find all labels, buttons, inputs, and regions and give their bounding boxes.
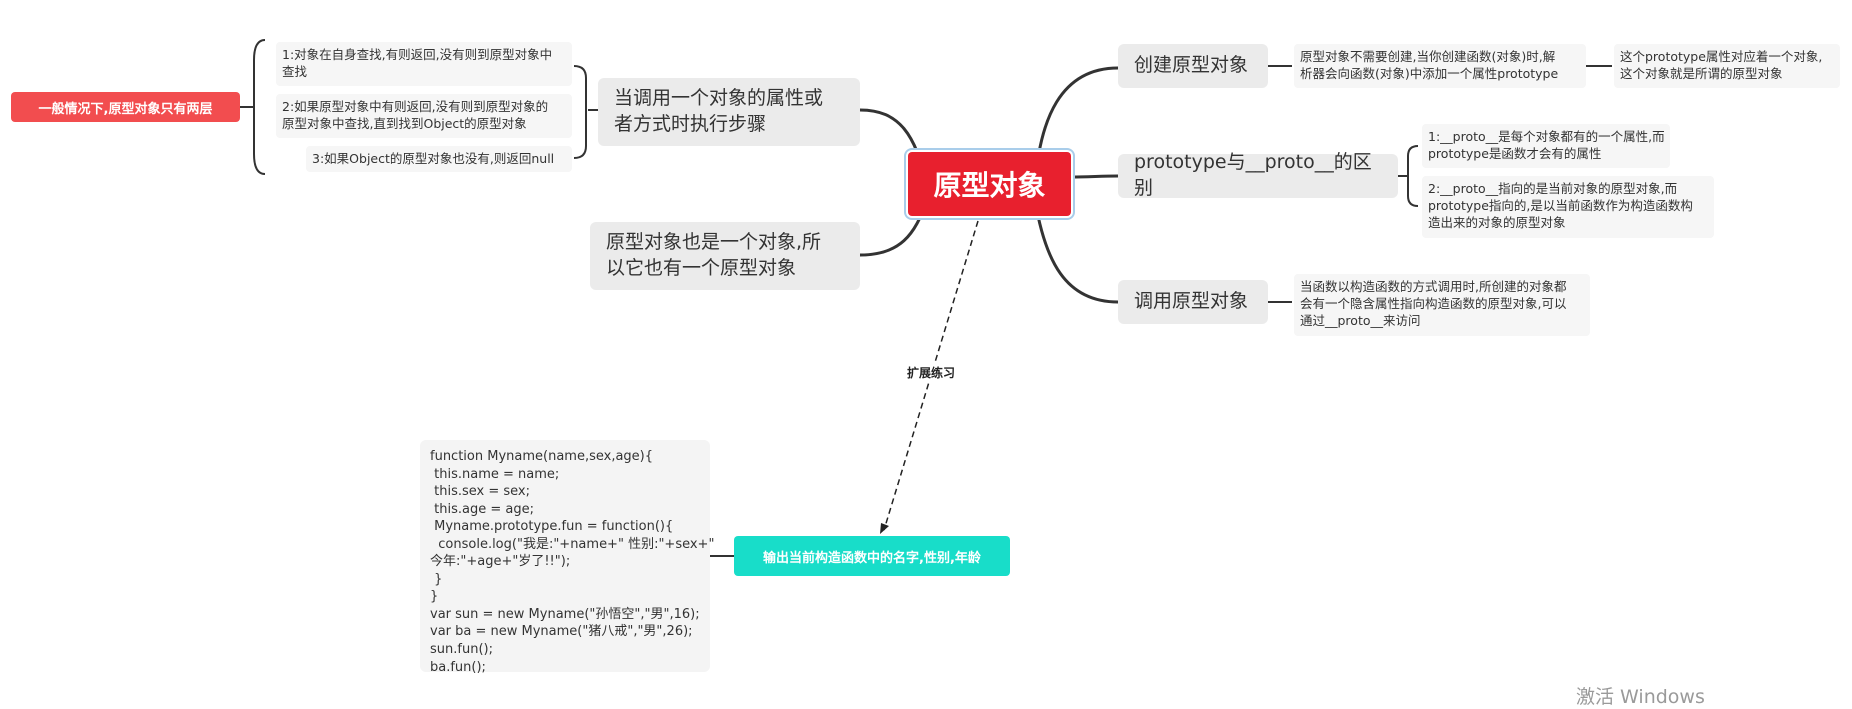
topic-lookup-steps[interactable]: 当调用一个对象的属性或 者方式时执行步骤 <box>598 78 860 146</box>
relation-label[interactable]: 扩展练习 <box>904 363 959 382</box>
topic-create-prototype[interactable]: 创建原型对象 <box>1118 44 1268 88</box>
summary-brace <box>253 39 266 175</box>
lookup-step-1[interactable]: 1:对象在自身查找,有则返回,没有则到原型对象中 查找 <box>276 42 572 86</box>
exercise-target-topic[interactable]: 输出当前构造函数中的名字,性别,年龄 <box>734 536 1010 576</box>
lookup-step-2[interactable]: 2:如果原型对象中有则返回,没有则到原型对象的 原型对象中查找,直到找到Obje… <box>276 94 572 138</box>
lookup-step-3[interactable]: 3:如果Object的原型对象也没有,则返回null <box>306 146 572 172</box>
root-topic[interactable]: 原型对象 <box>908 152 1071 216</box>
create-prototype-detail[interactable]: 原型对象不需要创建,当你创建函数(对象)时,解 析器会向函数(对象)中添加一个属… <box>1294 44 1586 88</box>
create-prototype-extra[interactable]: 这个prototype属性对应着一个对象, 这个对象就是所谓的原型对象 <box>1614 44 1840 88</box>
topic-prototype-vs-proto[interactable]: prototype与__proto__的区别 <box>1118 151 1398 199</box>
link-root-call <box>1033 198 1120 304</box>
summary-two-layers[interactable]: 一般情况下,原型对象只有两层 <box>11 92 240 122</box>
difference-point-2[interactable]: 2:__proto__指向的是当前对象的原型对象,而 prototype指向的,… <box>1422 176 1714 238</box>
link-diff-details <box>1398 145 1419 207</box>
difference-point-1[interactable]: 1:__proto__是每个对象都有的一个属性,而 prototype是函数才会… <box>1422 124 1670 168</box>
call-prototype-detail[interactable]: 当函数以构造函数的方式调用时,所创建的对象都 会有一个隐含属性指向构造函数的原型… <box>1294 274 1590 336</box>
link-steps-list <box>573 65 598 159</box>
relation-arrowhead <box>880 523 889 534</box>
topic-prototype-has-prototype[interactable]: 原型对象也是一个对象,所 以它也有一个原型对象 <box>590 222 860 290</box>
link-root-diff <box>1069 174 1120 179</box>
windows-activation-watermark: 激活 Windows <box>1576 686 1705 708</box>
exercise-code-block[interactable]: function Myname(name,sex,age){ this.name… <box>420 440 714 675</box>
topic-call-prototype[interactable]: 调用原型对象 <box>1118 280 1268 324</box>
